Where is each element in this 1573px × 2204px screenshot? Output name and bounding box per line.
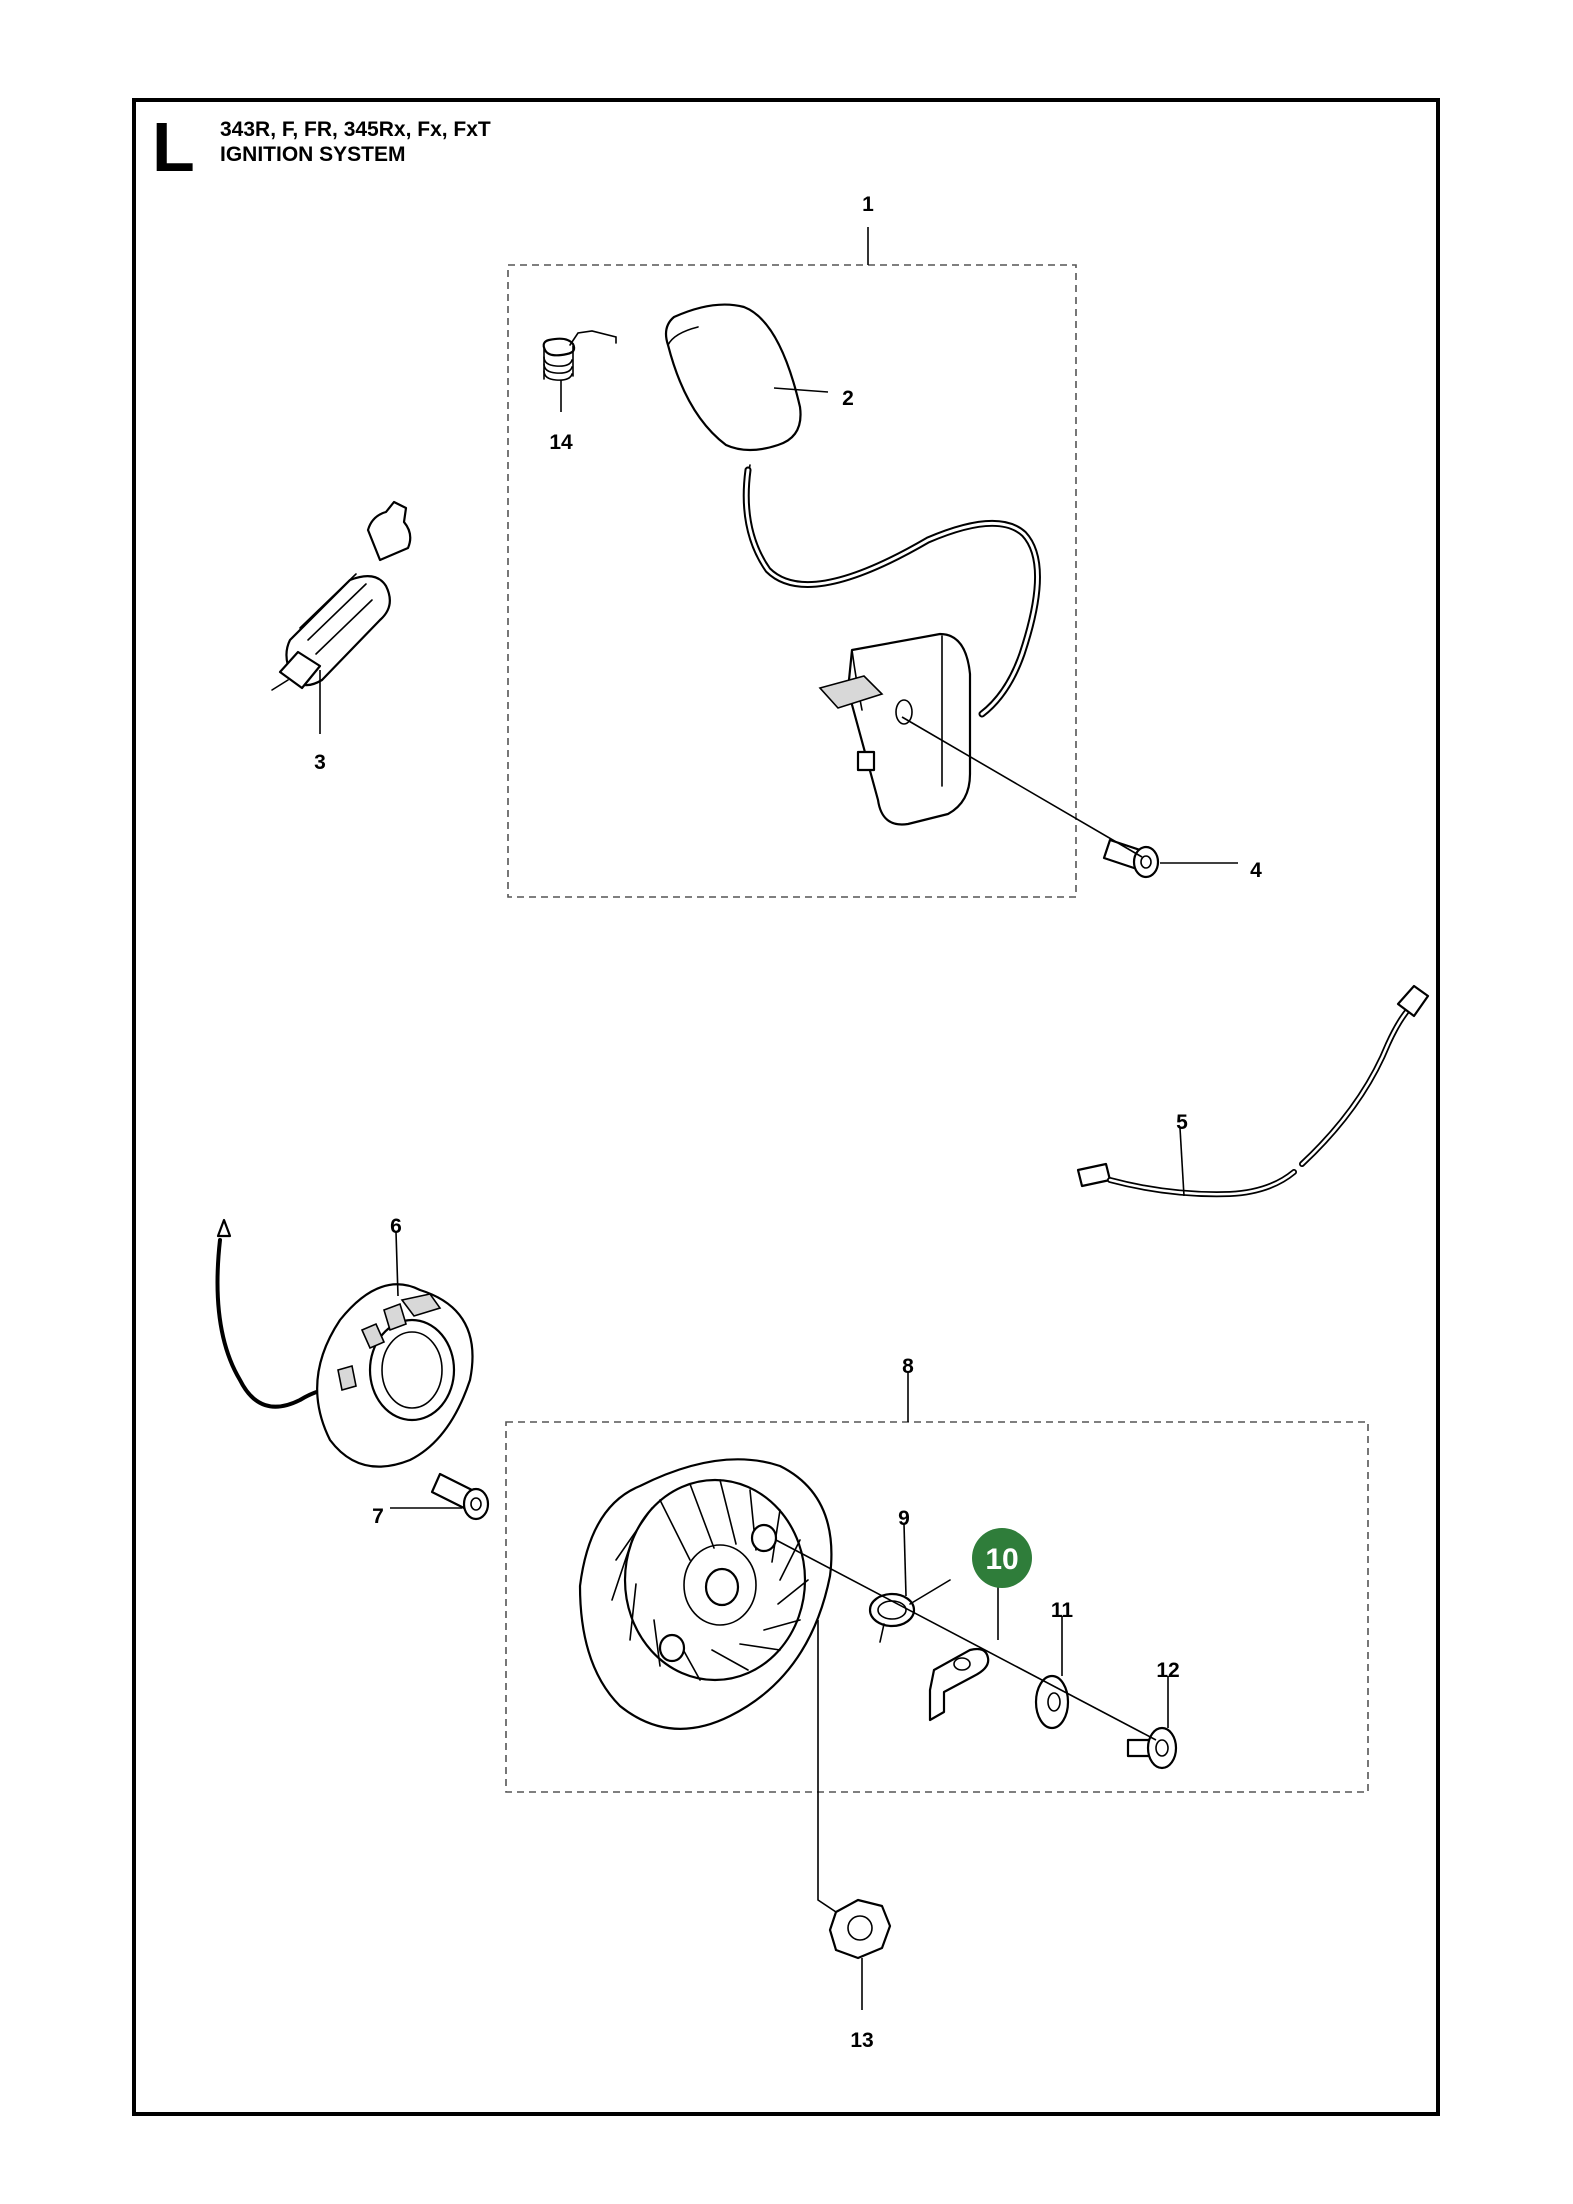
part-label-5[interactable]: 5: [1176, 1111, 1188, 1134]
group-box-flywheel: [505, 1421, 1369, 1793]
part-label-2[interactable]: 2: [842, 387, 854, 410]
part-label-3[interactable]: 3: [314, 751, 326, 774]
washer-11-drawing[interactable]: [1034, 1674, 1070, 1730]
spring-9-drawing[interactable]: [868, 1579, 951, 1643]
part-label-8[interactable]: 8: [902, 1355, 914, 1378]
part-label-7[interactable]: 7: [372, 1505, 384, 1528]
part-label-11[interactable]: 11: [1051, 1599, 1074, 1622]
nut-13-drawing[interactable]: [828, 1898, 892, 1960]
part-label-highlight-badge[interactable]: [972, 1528, 1032, 1588]
pawl-10-drawing[interactable]: [928, 1647, 990, 1722]
part-label-4[interactable]: 4: [1250, 859, 1262, 882]
part-label-12[interactable]: 12: [1156, 1659, 1179, 1682]
ignition-module-drawing[interactable]: [664, 303, 1041, 826]
part-label-6[interactable]: 6: [390, 1215, 402, 1238]
screw-7-drawing[interactable]: [430, 1472, 490, 1521]
part-label-14[interactable]: 14: [549, 431, 573, 454]
model-list: 343R, F, FR, 345Rx, Fx, FxT: [220, 118, 491, 141]
diagram-frame: [132, 98, 1440, 2116]
part-label-13[interactable]: 13: [850, 2029, 873, 2052]
spark-plug-3-drawing[interactable]: [271, 500, 412, 691]
screw-12-drawing[interactable]: [1126, 1726, 1178, 1770]
part-label-9[interactable]: 9: [898, 1507, 910, 1530]
generator-coil-6-drawing[interactable]: [215, 1218, 474, 1468]
screw-4-drawing[interactable]: [1102, 838, 1160, 879]
flywheel-8-drawing[interactable]: [578, 1458, 833, 1730]
section-title: IGNITION SYSTEM: [220, 143, 406, 166]
short-circuit-cable-5-drawing[interactable]: [1076, 984, 1430, 1198]
section-letter: L: [152, 108, 195, 186]
spring-14-drawing[interactable]: [542, 330, 617, 381]
part-label-10[interactable]: 10: [985, 1543, 1018, 1576]
part-label-1[interactable]: 1: [862, 193, 874, 216]
